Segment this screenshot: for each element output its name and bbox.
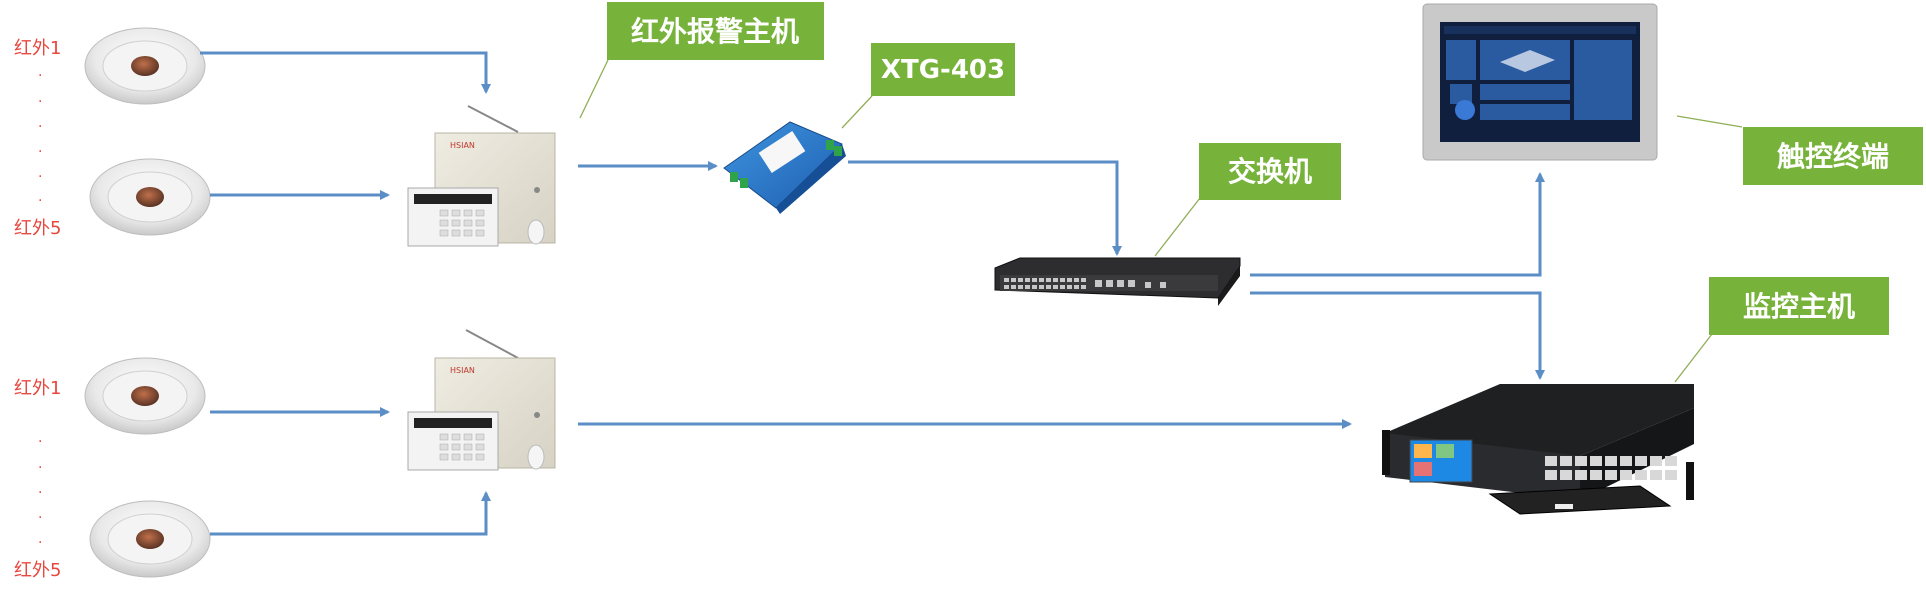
- infrared-sensor-icon: [89, 500, 211, 578]
- switch-label: 交换机: [1199, 143, 1341, 200]
- ellipsis-dot: ·: [38, 68, 42, 84]
- ellipsis-dot: ·: [38, 119, 42, 135]
- alarm-panel-icon: HSIAN: [407, 329, 556, 471]
- ellipsis-dot: ·: [38, 485, 42, 501]
- sensor-group-2: 红外1 · · · · · 红外5: [14, 357, 211, 581]
- arrow-switch-to-monitor-host: [1250, 291, 1545, 380]
- monitor-host-icon: [1382, 384, 1694, 515]
- converter-module-icon: [723, 121, 846, 214]
- alarm-host-label: 红外报警主机: [607, 2, 824, 60]
- alarm-panel-icon: HSIAN: [407, 105, 556, 247]
- converter-label: XTG-403: [871, 43, 1015, 96]
- sensor-last-label: 红外5: [14, 560, 61, 581]
- converter-label-text: XTG-403: [881, 55, 1005, 85]
- ellipsis-dot: ·: [38, 434, 42, 450]
- sensor-group-1: 红外1 · · · · · · 红外5: [14, 27, 211, 239]
- touch-terminal-icon: [1422, 3, 1658, 161]
- arrow-switch-to-touch-terminal: [1250, 172, 1545, 277]
- monitor-host-label-text: 监控主机: [1743, 290, 1855, 323]
- sensor-first-label: 红外1: [14, 378, 61, 399]
- ellipsis-dot: ·: [38, 193, 42, 209]
- infrared-sensor-icon: [84, 27, 206, 105]
- arrow-converter-to-switch: [848, 160, 1122, 256]
- arrow-sensor1-to-panel1: [200, 51, 491, 94]
- touch-terminal-label-text: 触控终端: [1777, 140, 1889, 173]
- infrared-sensor-icon: [84, 357, 206, 435]
- ellipsis-dot: ·: [38, 510, 42, 526]
- ellipsis-dot: ·: [38, 94, 42, 110]
- label-leaders: [579, 59, 1743, 383]
- arrow-sensor5b-to-panel2: [210, 491, 491, 536]
- network-switch-icon: [994, 257, 1241, 306]
- monitor-host-label: 监控主机: [1709, 277, 1889, 335]
- ellipsis-dot: ·: [38, 169, 42, 185]
- infrared-sensor-icon: [89, 158, 211, 236]
- connection-lines: [200, 51, 1545, 536]
- sensor-last-label: 红外5: [14, 218, 61, 239]
- alarm-host-label-text: 红外报警主机: [631, 15, 799, 48]
- svg-text:HSIAN: HSIAN: [450, 366, 475, 375]
- svg-text:HSIAN: HSIAN: [450, 141, 475, 150]
- ellipsis-dot: ·: [38, 460, 42, 476]
- ellipsis-dot: ·: [38, 144, 42, 160]
- switch-label-text: 交换机: [1228, 155, 1312, 188]
- touch-terminal-label: 触控终端: [1743, 127, 1923, 185]
- sensor-first-label: 红外1: [14, 38, 61, 59]
- ellipsis-dot: ·: [38, 535, 42, 551]
